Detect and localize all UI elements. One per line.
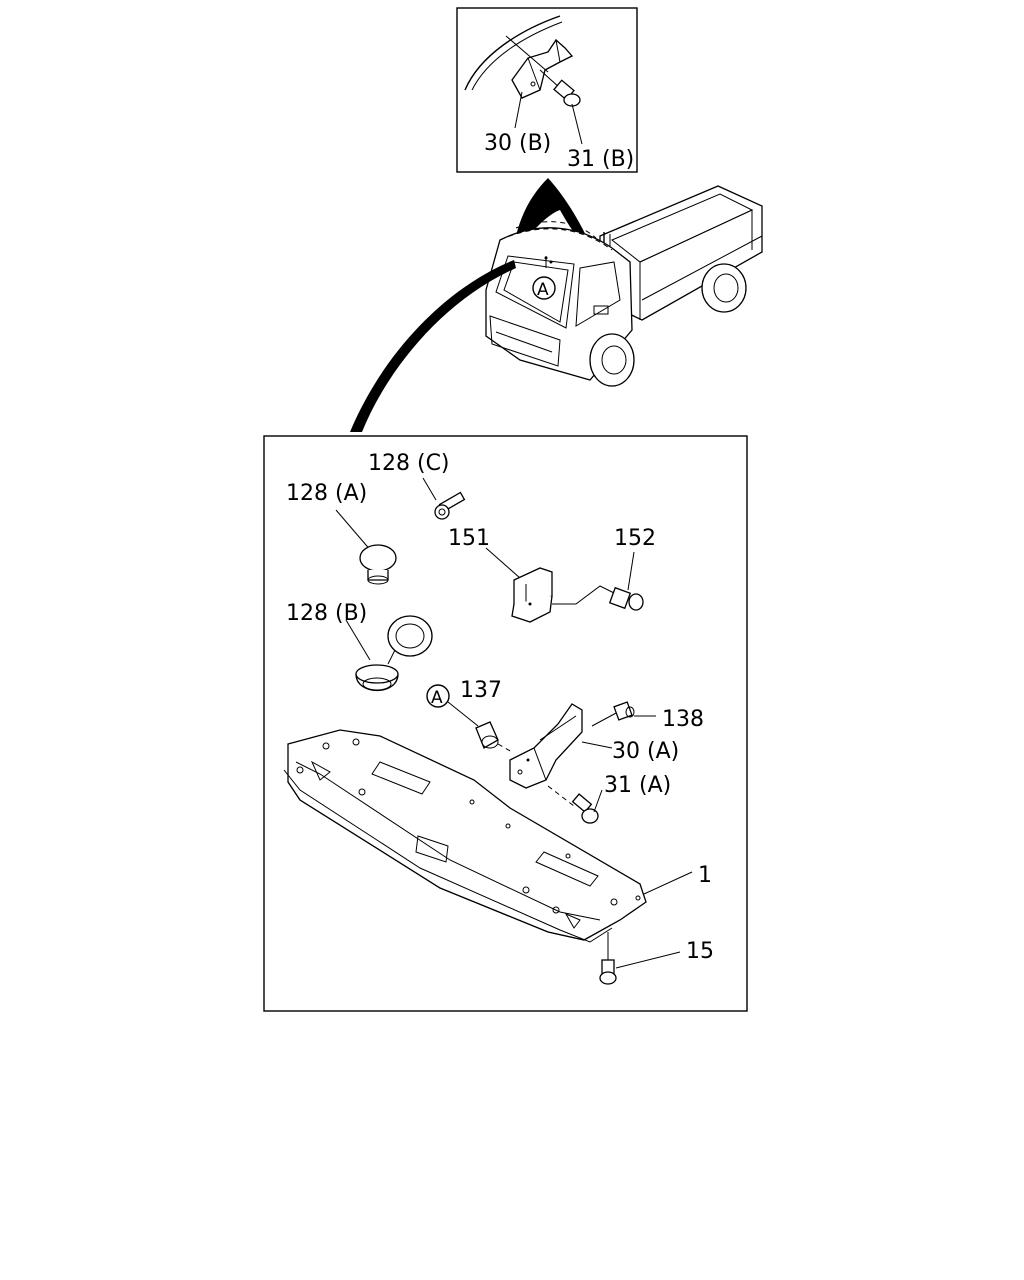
bracket-151-drawing xyxy=(485,547,617,623)
cover-panel-1-drawing xyxy=(283,729,647,943)
label-128a: 128 (A) xyxy=(286,481,367,506)
label-128b: 128 (B) xyxy=(286,601,367,626)
detail-a-label-truck: A xyxy=(537,280,549,300)
label-31b: 31 (B) xyxy=(567,147,634,172)
label-15: 15 xyxy=(686,939,714,964)
screw-15-drawing xyxy=(599,932,617,985)
clip-137-drawing xyxy=(475,721,513,753)
label-30a: 30 (A) xyxy=(612,739,679,764)
label-138: 138 xyxy=(662,707,704,732)
detail-a-circle-137 xyxy=(426,684,450,708)
top-inset-frame xyxy=(456,7,638,173)
inset-pointer-top xyxy=(512,178,598,262)
grommet-128b-drawing xyxy=(345,615,433,692)
label-31a: 31 (A) xyxy=(604,773,671,798)
plug-128a-drawing xyxy=(335,509,397,585)
top-inset-detail: 30 (B) 31 (B) xyxy=(456,7,638,173)
bracket-30b-drawing xyxy=(511,38,574,99)
label-151: 151 xyxy=(448,526,490,551)
label-1: 1 xyxy=(698,863,712,888)
clip-152-drawing xyxy=(608,551,644,611)
lower-box-frame xyxy=(263,435,748,1012)
bolt-31a-drawing xyxy=(547,785,599,824)
label-152: 152 xyxy=(614,526,656,551)
bracket-30a-drawing xyxy=(509,703,583,789)
lower-detail-box: 128 (C) 128 (A) 151 152 xyxy=(263,435,748,1012)
leader-31b xyxy=(571,103,583,145)
detail-a-label-137: A xyxy=(431,688,443,708)
inset-pointer-bottom xyxy=(350,260,516,432)
leader-30b xyxy=(514,91,523,129)
label-128c: 128 (C) xyxy=(368,451,450,476)
nut-138-drawing xyxy=(591,701,635,727)
bolt-128c-drawing xyxy=(422,477,466,520)
bolt-31b-drawing xyxy=(539,69,581,107)
label-30b: 30 (B) xyxy=(484,131,551,156)
label-137: 137 xyxy=(460,678,502,703)
truck-illustration: A xyxy=(485,185,763,387)
detail-a-circle-truck xyxy=(532,276,556,300)
